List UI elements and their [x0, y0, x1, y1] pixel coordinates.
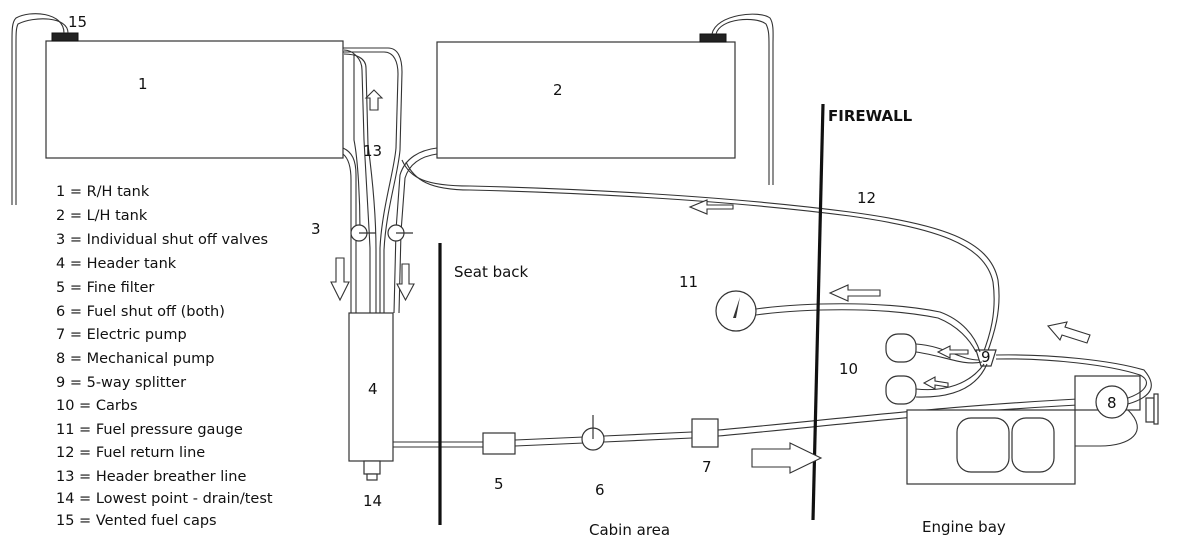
legend-item: 1 = R/H tank [56, 184, 150, 200]
label-return-line: 12 [857, 189, 876, 207]
label-gauge: 11 [679, 273, 698, 291]
legend-item: 14 = Lowest point - drain/test [56, 491, 273, 507]
firewall-line [811, 103, 825, 521]
lh-feed-line [393, 147, 438, 314]
drain-fitting [363, 460, 381, 475]
electric-pump [691, 418, 719, 448]
label-caps: 15 [68, 13, 87, 31]
legend-item: 10 = Carbs [56, 398, 138, 414]
lh-tank [436, 41, 736, 159]
label-carbs: 10 [839, 360, 858, 378]
carb-lower [885, 375, 917, 405]
label-tank2: 2 [553, 81, 563, 99]
flow-arrow-down-2 [396, 263, 415, 302]
rh-shutoff-valve [350, 224, 376, 242]
legend-item: 4 = Header tank [56, 256, 177, 272]
header-tank [348, 312, 394, 462]
lh-fuel-cap [699, 33, 727, 43]
legend-item: 9 = 5-way splitter [56, 375, 186, 391]
legend-item: 8 = Mechanical pump [56, 351, 215, 367]
label-fuel-shutoff: 6 [595, 481, 605, 499]
label-header-tank: 4 [368, 380, 378, 398]
mechanical-pump [1095, 385, 1129, 419]
legend-item: 13 = Header breather line [56, 469, 246, 485]
rh-feed-line [342, 147, 357, 313]
carb-upper [885, 333, 917, 363]
label-electric-pump: 7 [702, 458, 712, 476]
fine-filter [482, 432, 516, 455]
gauge-line [755, 303, 981, 353]
label-splitter: 9 [981, 348, 991, 366]
flow-arrow-carb-1 [936, 345, 969, 359]
lh-vent-line [711, 13, 774, 185]
rh-fuel-cap [51, 32, 79, 42]
legend-item: 2 = L/H tank [56, 208, 148, 224]
lh-shutoff-valve [387, 224, 413, 242]
label-drain: 14 [363, 492, 382, 510]
flow-arrow-return [688, 199, 734, 215]
legend-item: 6 = Fuel shut off (both) [56, 304, 225, 320]
legend: 1 = R/H tank 2 = L/H tank 3 = Individual… [56, 184, 273, 529]
label-tank1: 1 [138, 75, 148, 93]
label-breather: 13 [363, 142, 382, 160]
flow-arrow-down-1 [330, 257, 350, 302]
flow-arrow-up [364, 89, 384, 111]
flow-arrow-gauge [828, 284, 881, 302]
pump-to-splitter-line [995, 358, 1147, 399]
firewall-label: FIREWALL [828, 107, 913, 125]
engine-bay-label: Engine bay [922, 518, 1006, 536]
legend-item: 5 = Fine filter [56, 280, 154, 296]
label-filter: 5 [494, 475, 504, 493]
flow-arrow-engine [1046, 321, 1091, 344]
header-breather-line [343, 49, 371, 313]
legend-item: 7 = Electric pump [56, 327, 187, 343]
legend-item: 15 = Vented fuel caps [56, 513, 217, 529]
rh-tank [45, 40, 344, 159]
label-valves: 3 [311, 220, 321, 238]
cabin-area-label: Cabin area [589, 521, 670, 539]
legend-item: 3 = Individual shut off valves [56, 232, 268, 248]
fuel-shutoff-valve [581, 415, 605, 451]
legend-item: 12 = Fuel return line [56, 445, 205, 461]
flow-arrow-carb-2 [922, 376, 949, 390]
rh-vent-line [11, 13, 65, 205]
fuel-return-line [401, 159, 1000, 357]
legend-item: 11 = Fuel pressure gauge [56, 422, 243, 438]
flow-arrow-firewall [751, 442, 823, 474]
seat-back-label: Seat back [454, 263, 529, 281]
label-mech-pump: 8 [1107, 394, 1117, 412]
